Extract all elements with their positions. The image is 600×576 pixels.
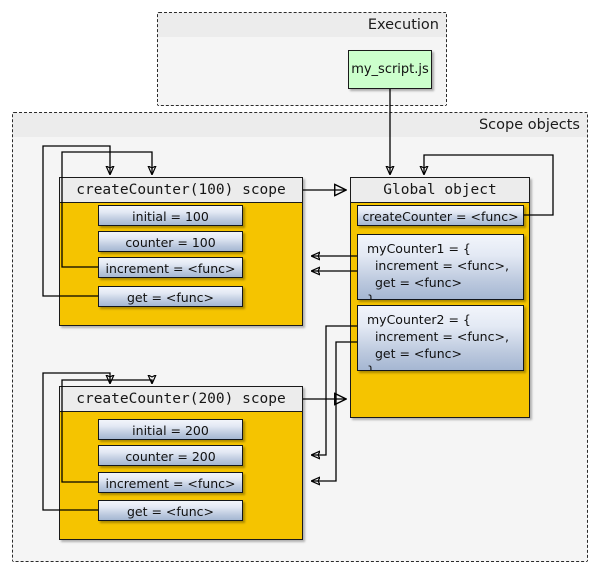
scope-100-slot-initial[interactable]: initial = 100 bbox=[98, 205, 243, 226]
scope-200-slot-counter[interactable]: counter = 200 bbox=[98, 445, 243, 466]
scope-objects-frame-title: Scope objects bbox=[13, 113, 587, 137]
scope-200-slot-initial[interactable]: initial = 200 bbox=[98, 419, 243, 440]
scope-200-slot-get[interactable]: get = <func> bbox=[98, 500, 243, 521]
scope-100-slot-increment[interactable]: increment = <func> bbox=[98, 257, 243, 278]
global-slot-mycounter1[interactable]: myCounter1 = { increment = <func>, get =… bbox=[357, 234, 524, 300]
global-slot-mycounter2[interactable]: myCounter2 = { increment = <func>, get =… bbox=[357, 305, 524, 371]
scope-200-header: createCounter(200) scope bbox=[60, 387, 302, 412]
scope-100-slot-get[interactable]: get = <func> bbox=[98, 286, 243, 307]
script-node-my-script-js[interactable]: my_script.js bbox=[348, 50, 432, 89]
global-object-header: Global object bbox=[351, 178, 529, 203]
global-slot-createcounter[interactable]: createCounter = <func> bbox=[357, 205, 524, 226]
scope-200-slot-increment[interactable]: increment = <func> bbox=[98, 472, 243, 493]
execution-frame-title: Execution bbox=[158, 13, 446, 37]
scope-100-slot-counter[interactable]: counter = 100 bbox=[98, 231, 243, 252]
scope-100-header: createCounter(100) scope bbox=[60, 178, 302, 203]
